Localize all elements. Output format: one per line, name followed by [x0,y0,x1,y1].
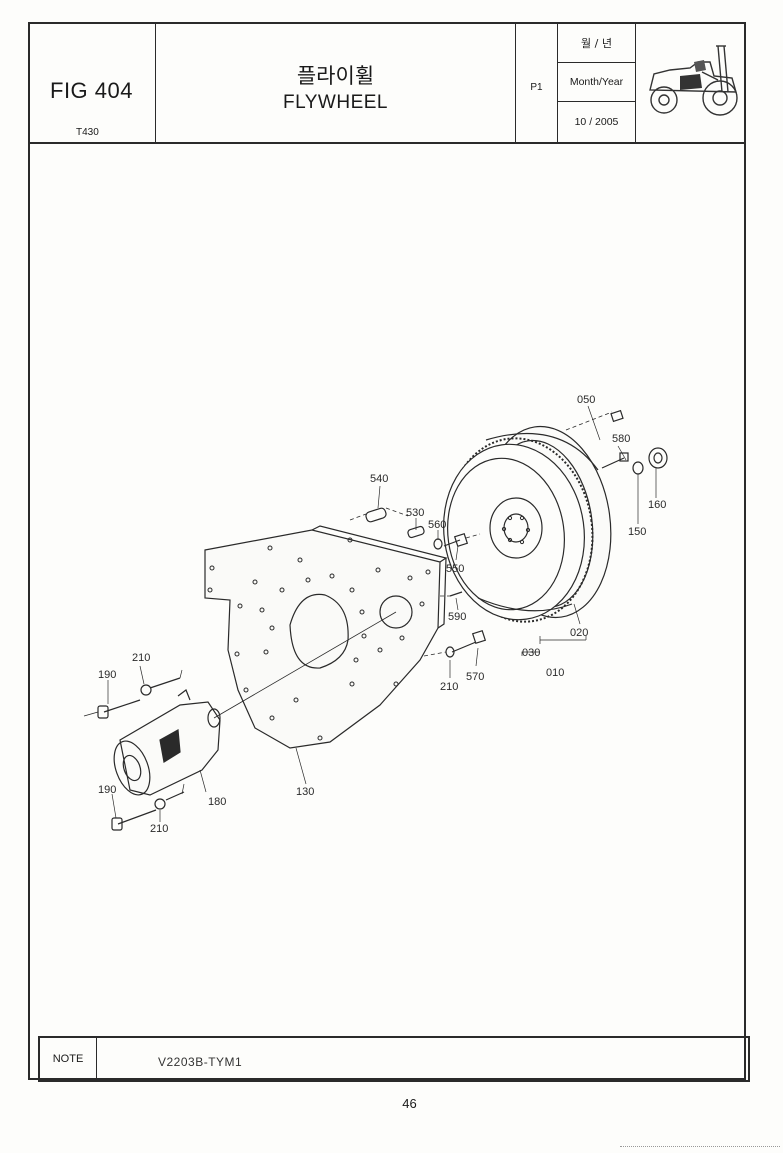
leader-lines [107,405,657,822]
date-label-korean: 월 / 년 [558,24,635,63]
callout-020: 020 [570,627,588,639]
figure-cell: FIG 404 T430 [30,24,156,142]
fasteners [365,409,668,658]
date-cell: 월 / 년 Month/Year 10 / 2005 [558,24,636,142]
starter-fasteners [97,684,166,831]
callout-210-upper: 210 [132,652,150,664]
starter-motor [113,677,221,801]
callout-210-flywheel: 210 [440,681,458,693]
title-korean: 플라이휠 [296,64,375,88]
callout-580: 580 [612,433,630,445]
callout-210-lower: 210 [150,823,168,835]
assembly-lines [83,411,613,719]
tractor-logo-cell [636,24,746,142]
title-cell: 플라이휠 FLYWHEEL [156,24,516,142]
page-number: 46 [402,1096,417,1111]
flywheel-assembly [443,425,612,623]
header-table: FIG 404 T430 플라이휠 FLYWHEEL P1 월 / 년 Mont… [30,24,744,144]
callout-180: 180 [208,796,226,808]
note-label: NOTE [40,1038,97,1080]
callout-010: 010 [546,667,564,679]
note-box: NOTE V2203B-TYM1 [38,1036,750,1082]
callout-150: 150 [628,526,646,538]
parts-sheet: FIG 404 T430 플라이휠 FLYWHEEL P1 월 / 년 Mont… [28,22,746,1080]
tractor-icon [649,45,738,116]
title-english: FLYWHEEL [282,92,388,113]
figure-number: FIG 404 [50,78,133,103]
date-value: 10 / 2005 [574,116,619,128]
callout-590: 590 [448,611,466,623]
page-code-cell: P1 [516,24,558,142]
page-code: P1 [530,82,543,93]
callout-560: 560 [428,519,446,531]
callout-190-lower: 190 [98,784,116,796]
flywheel-housing-plate [204,525,448,749]
callout-570: 570 [466,671,484,683]
callout-550: 550 [446,563,464,575]
date-label-english: Month/Year [558,63,635,102]
callout-540: 540 [370,473,388,485]
callout-160: 160 [648,499,666,511]
callout-190-upper: 190 [98,669,116,681]
callout-030: 030 [522,647,540,659]
callout-530: 530 [406,507,424,519]
note-value: V2203B-TYM1 [158,1055,243,1069]
model-code: T430 [76,127,99,138]
bottom-dotted-rule [620,1146,780,1147]
callout-130: 130 [296,786,314,798]
callout-050: 050 [577,394,595,406]
